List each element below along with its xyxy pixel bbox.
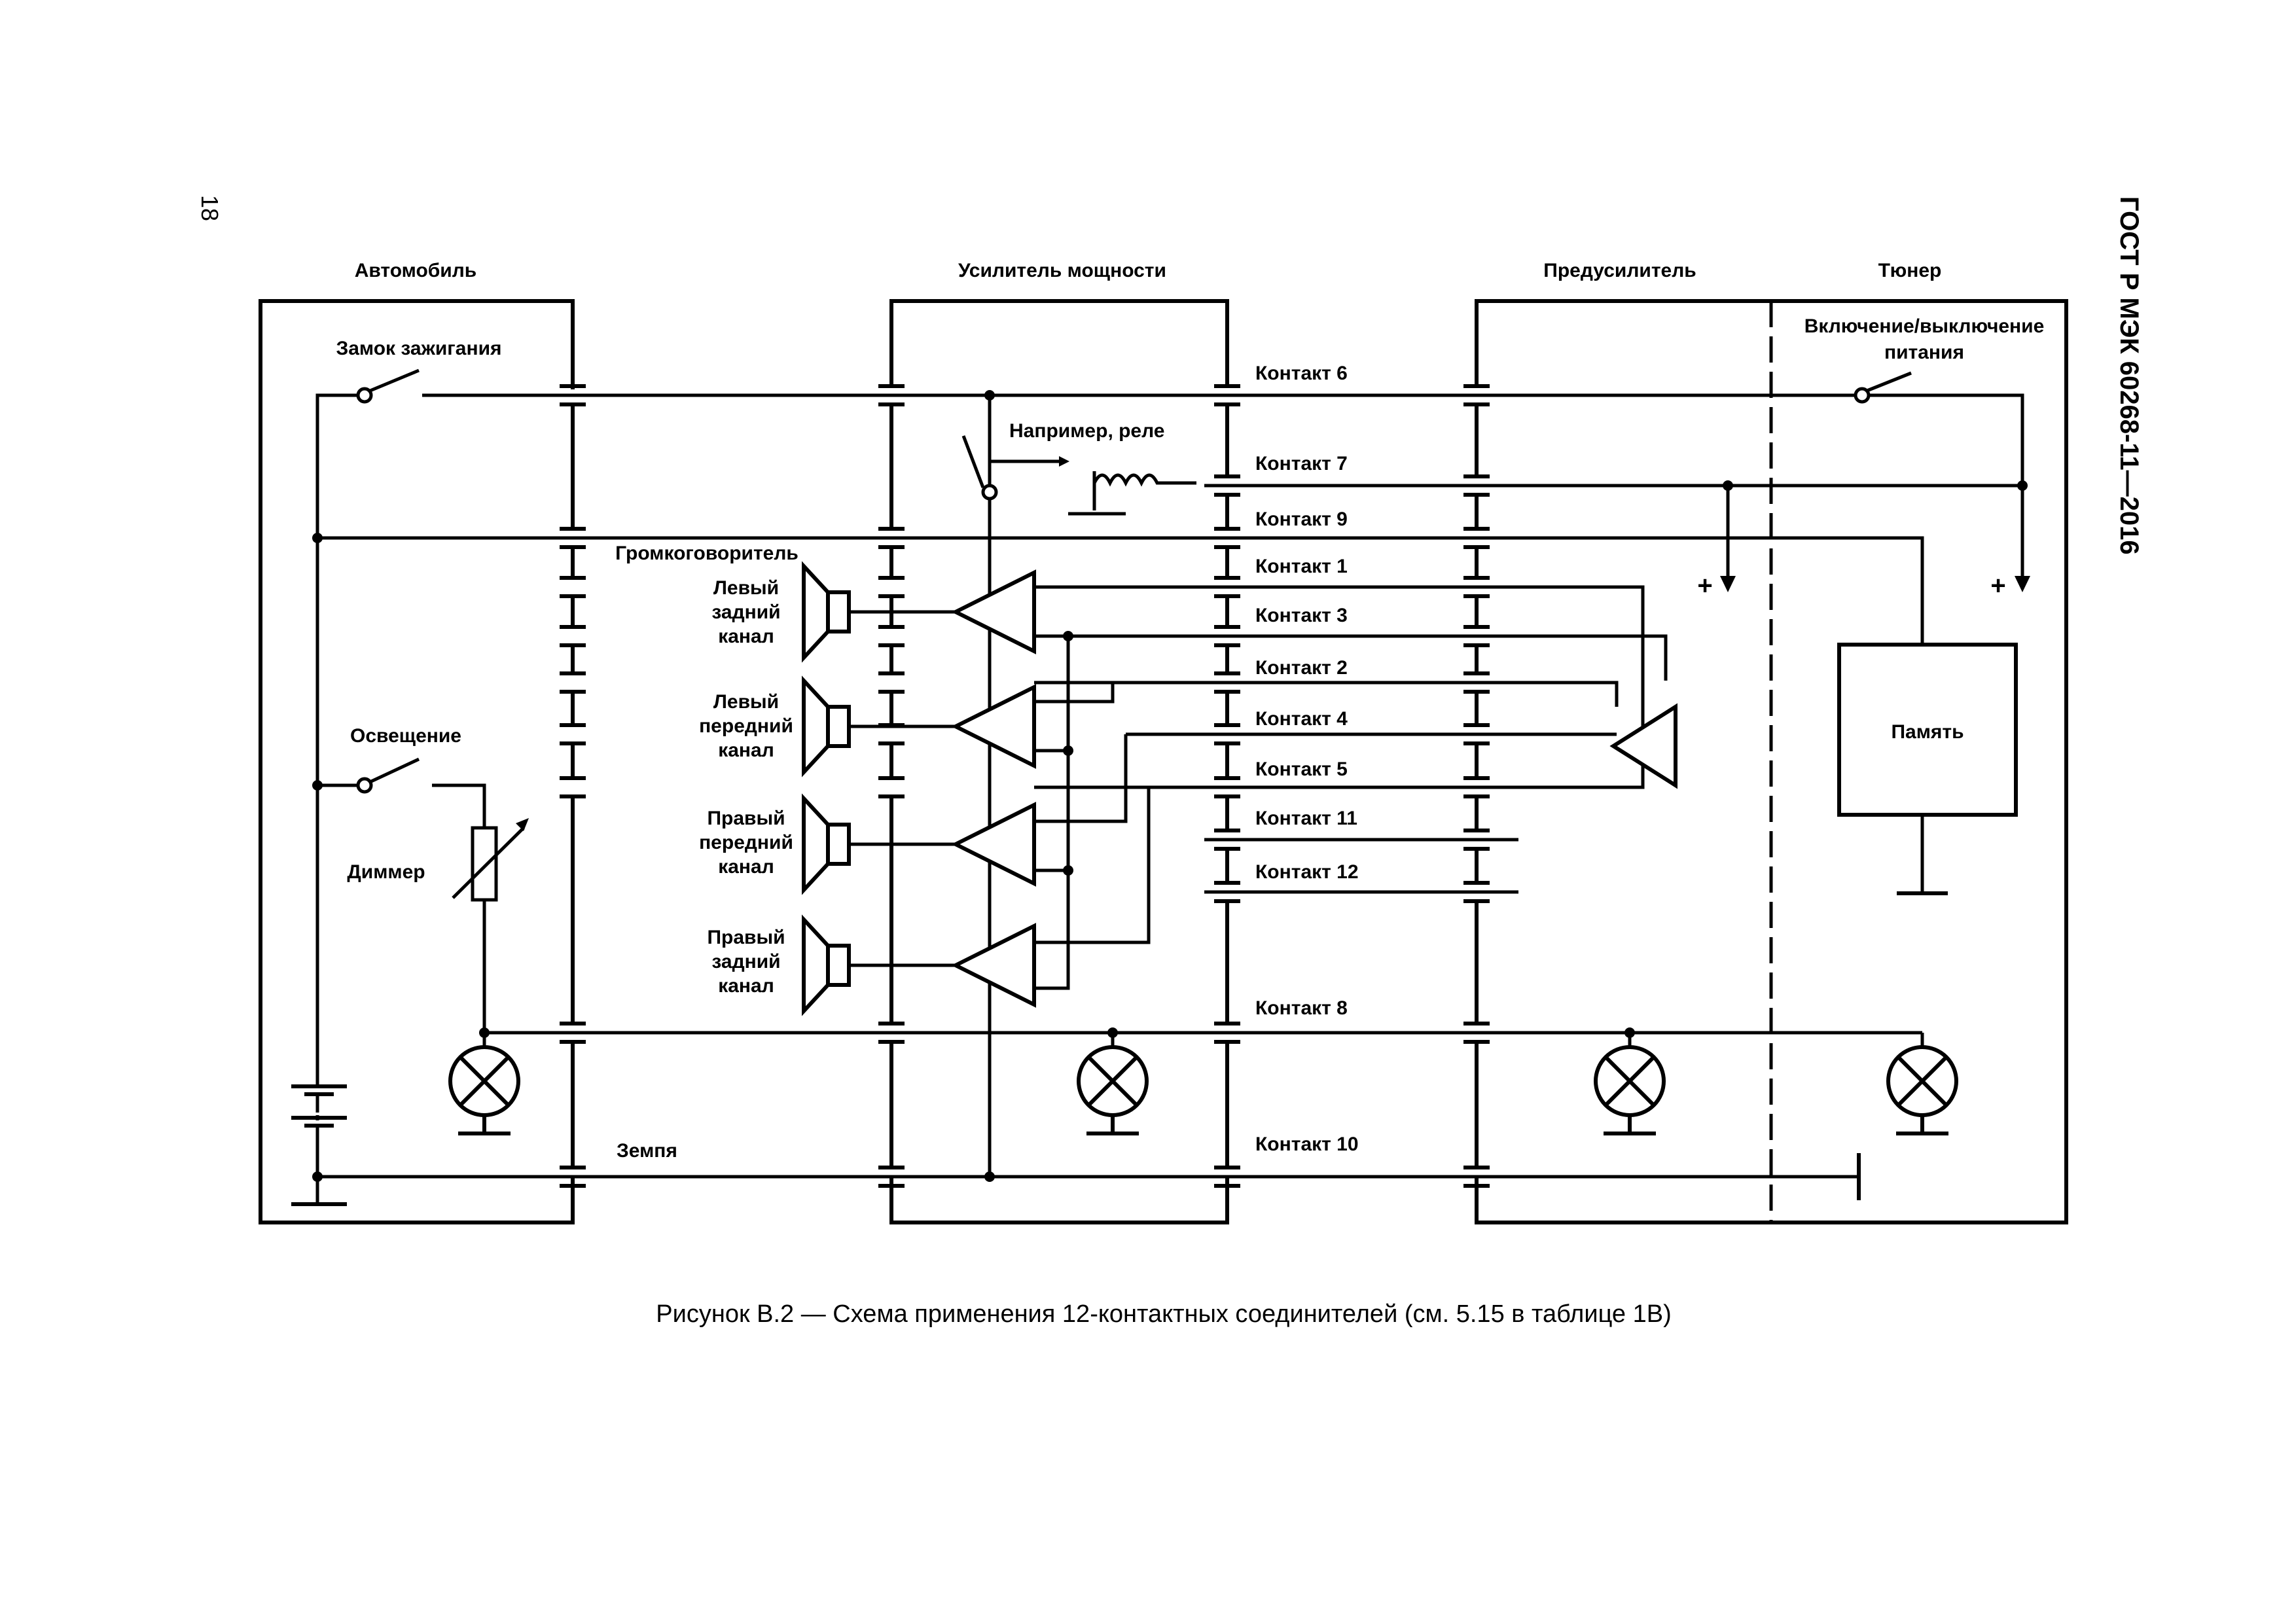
memory-label: Память (1891, 721, 1964, 743)
car-block (259, 299, 575, 1224)
front-left-label-3: канал (718, 740, 774, 761)
contact-6-label: Контакт 6 (1255, 363, 1348, 384)
connector-column (1214, 384, 1240, 1188)
power-switch-label-2: питания (1884, 342, 1964, 363)
lamp-icon (1886, 1033, 1958, 1135)
standard-designation: ГОСТ Р МЭК 60268-11—2016 (2115, 196, 2144, 555)
amplifier-icon (951, 569, 1036, 654)
rear-left-label-1: Левый (713, 577, 779, 599)
rear-left-label-3: канал (718, 626, 774, 647)
amplifier-icon (951, 684, 1036, 769)
front-right-label-2: передний (699, 832, 793, 853)
contact-10-label: Контакт 10 (1255, 1133, 1359, 1155)
amplifiers (951, 569, 1036, 1008)
connectors (560, 384, 1490, 1188)
contact-12-label: Контакт 12 (1255, 861, 1359, 883)
amplifier-icon (951, 802, 1036, 887)
figure-caption: Рисунок В.2 — Схема применения 12-контак… (656, 1300, 1671, 1328)
connector-column (878, 384, 905, 1188)
block-title-car: Автомобиль (355, 260, 477, 281)
speaker-icon (802, 914, 956, 1016)
contact-3-label: Контакт 3 (1255, 605, 1348, 626)
contact-4-label: Контакт 4 (1255, 708, 1348, 730)
lamp-icon (1594, 1033, 1666, 1135)
lamp-icon (448, 1033, 520, 1135)
rear-left-label-2: задний (711, 601, 780, 623)
power-amp-block (889, 299, 1229, 1224)
front-left-label-2: передний (699, 715, 793, 737)
contact-1-label: Контакт 1 (1255, 556, 1348, 577)
block-title-tuner: Тюнер (1878, 260, 1942, 281)
contact-9-label: Контакт 9 (1255, 508, 1348, 530)
connector-column (1463, 384, 1490, 1188)
dimmer-icon (452, 818, 529, 902)
contact-7-label: Контакт 7 (1255, 453, 1348, 474)
contact-2-label: Контакт 2 (1255, 657, 1348, 679)
speaker-label: Громкоговоритель (615, 543, 798, 564)
lamp-icon (1077, 1033, 1149, 1135)
page-number: 18 (196, 195, 223, 221)
front-left-label-1: Левый (713, 691, 779, 713)
preamp-tuner-block (1475, 299, 2068, 1224)
speaker-icon (802, 561, 956, 663)
plus-sign-left: + (1697, 571, 1712, 600)
lamps (448, 1033, 1958, 1135)
battery-icon (291, 1079, 347, 1206)
relay-label: Например, реле (1009, 420, 1164, 442)
speaker-icon (802, 675, 956, 777)
memory-box: Память (1837, 643, 2018, 817)
contact-8-label: Контакт 8 (1255, 997, 1348, 1019)
block-title-power-amp: Усилитель мощности (958, 260, 1166, 281)
supply-arrows (1720, 576, 2030, 592)
ignition-label: Замок зажигания (336, 338, 501, 359)
ground-label: Земпя (617, 1140, 677, 1162)
contact-11-label: Контакт 11 (1255, 808, 1357, 829)
plus-sign-right: + (1990, 571, 2005, 600)
connector-column (560, 384, 586, 1188)
front-right-label-1: Правый (707, 808, 785, 829)
lighting-label: Освещение (350, 725, 461, 747)
rear-right-label-3: канал (718, 975, 774, 997)
contact-5-label: Контакт 5 (1255, 758, 1348, 780)
amplifier-icon (951, 923, 1036, 1008)
rear-right-label-2: задний (711, 951, 780, 972)
dimmer-label: Диммер (347, 861, 425, 883)
front-right-label-3: канал (718, 856, 774, 878)
switch-contacts (356, 387, 1871, 794)
preamp-amplifier-icon (1609, 703, 1677, 789)
power-switch-label-1: Включение/выключение (1804, 315, 2045, 337)
speaker-icon (802, 793, 956, 895)
rear-right-label-1: Правый (707, 927, 785, 948)
block-title-preamp: Предусилитель (1543, 260, 1696, 281)
speakers (802, 561, 956, 1016)
